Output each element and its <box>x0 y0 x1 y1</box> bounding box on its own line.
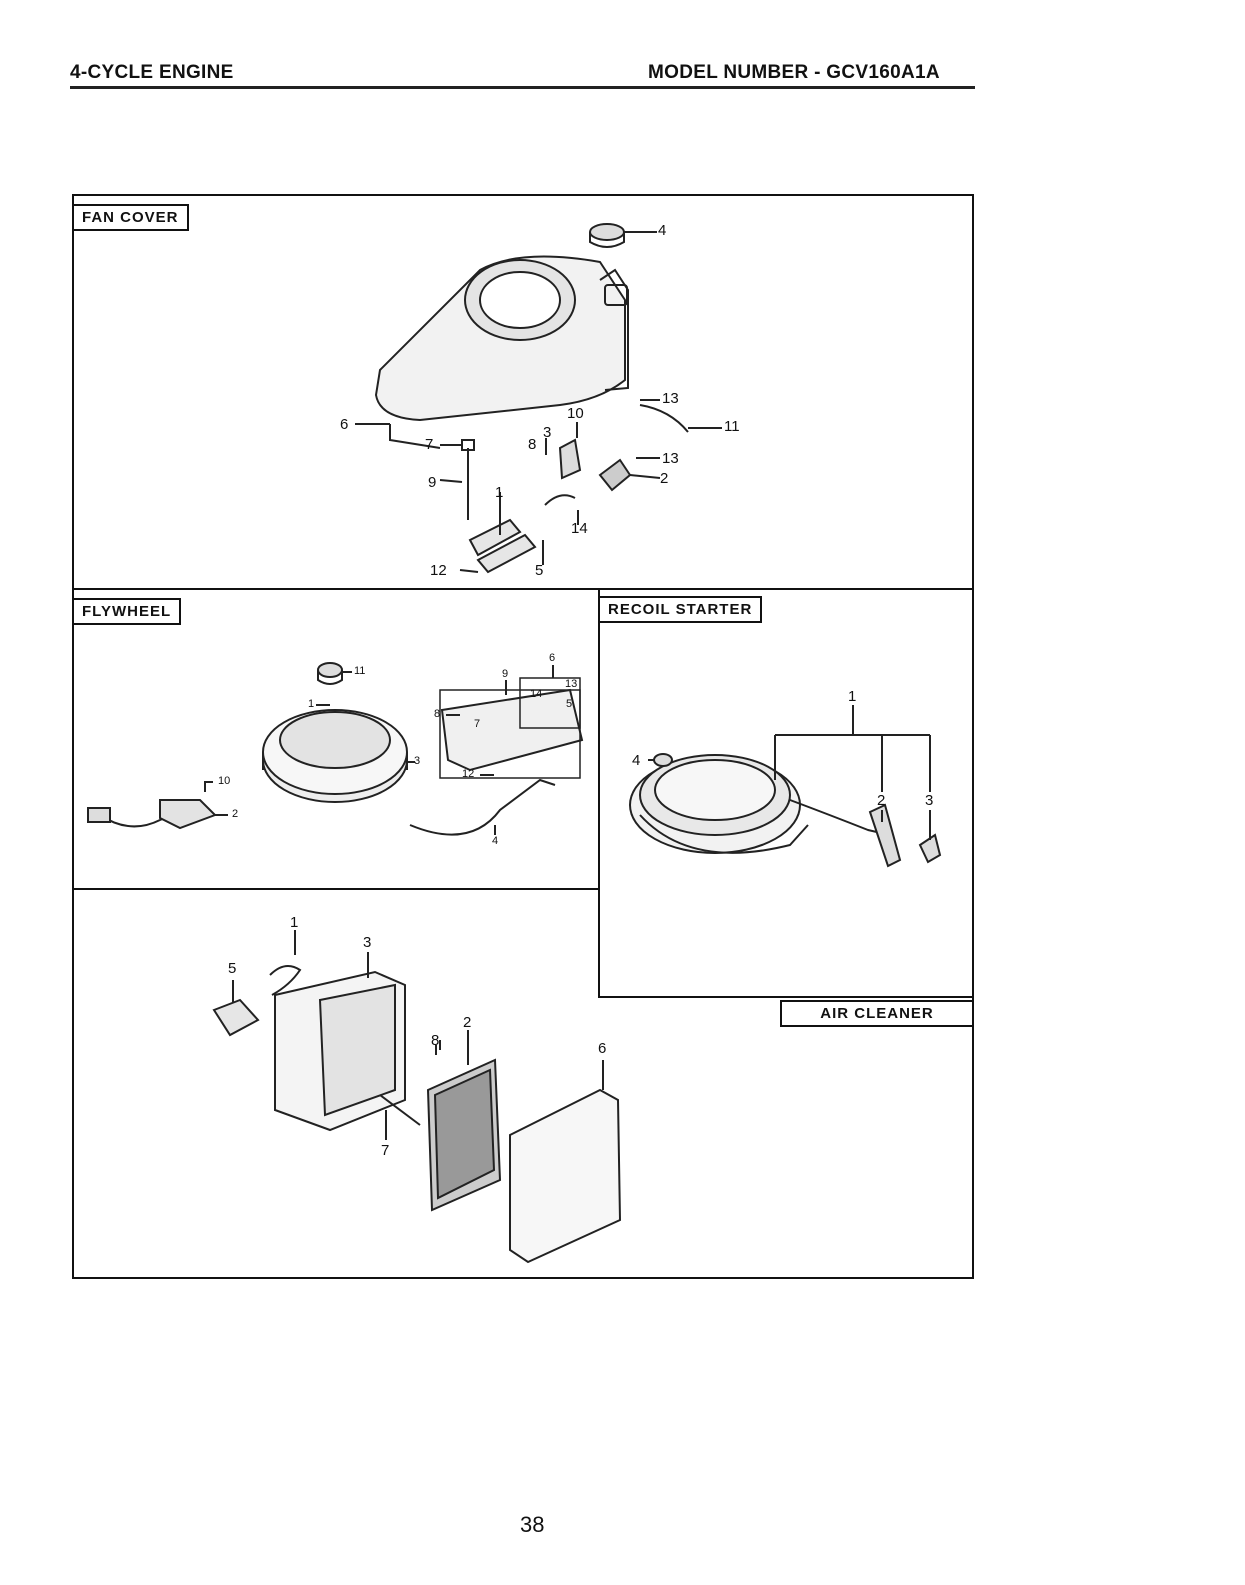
fan-cover-callout-14: 14 <box>571 520 588 537</box>
air-cleaner-illustration <box>214 966 620 1262</box>
fan-cover-callout-11: 11 <box>724 418 740 435</box>
recoil-callout-2: 2 <box>877 792 885 809</box>
recoil-starter-illustration <box>630 754 940 866</box>
fan-cover-callout-5: 5 <box>535 562 543 579</box>
flywheel-callout-10: 10 <box>218 775 230 787</box>
fan-cover-callout-13b: 13 <box>662 450 679 467</box>
fan-cover-callout-3: 3 <box>543 424 551 441</box>
fan-cover-callout-13a: 13 <box>662 390 679 407</box>
recoil-callout-3: 3 <box>925 792 933 809</box>
air-cleaner-callout-2: 2 <box>463 1014 471 1031</box>
flywheel-callout-2: 2 <box>232 808 238 820</box>
fan-cover-callout-1: 1 <box>495 484 503 501</box>
flywheel-callout-6: 6 <box>549 652 555 664</box>
flywheel-callout-3: 3 <box>414 755 420 767</box>
flywheel-callout-11: 11 <box>354 665 365 677</box>
air-cleaner-callout-1: 1 <box>290 914 298 931</box>
air-cleaner-callout-6: 6 <box>598 1040 606 1057</box>
flywheel-callout-1: 1 <box>308 698 314 710</box>
flywheel-callout-9: 9 <box>502 668 508 680</box>
fan-cover-callout-9: 9 <box>428 474 436 491</box>
fan-cover-callout-4: 4 <box>658 222 666 239</box>
fan-cover-callout-6: 6 <box>340 416 348 433</box>
flywheel-callout-12: 12 <box>462 768 474 780</box>
fan-cover-callout-10: 10 <box>567 405 584 422</box>
fan-cover-callout-12: 12 <box>430 562 447 579</box>
flywheel-illustration <box>88 663 582 835</box>
page-number: 38 <box>520 1512 544 1538</box>
fan-cover-callout-8: 8 <box>528 436 536 453</box>
recoil-callout-4: 4 <box>632 752 640 769</box>
recoil-callout-1: 1 <box>848 688 856 705</box>
flywheel-callout-5: 5 <box>566 698 572 710</box>
flywheel-callout-7: 7 <box>474 718 480 730</box>
flywheel-callout-13: 13 <box>565 678 577 690</box>
air-cleaner-callout-3: 3 <box>363 934 371 951</box>
fan-cover-callout-7: 7 <box>425 436 433 453</box>
air-cleaner-callout-5: 5 <box>228 960 236 977</box>
air-cleaner-callout-7: 7 <box>381 1142 389 1159</box>
flywheel-callout-8: 8 <box>434 708 440 720</box>
fan-cover-callout-2: 2 <box>660 470 668 487</box>
flywheel-callout-14: 14 <box>530 688 542 700</box>
flywheel-callout-4: 4 <box>492 835 498 847</box>
air-cleaner-callout-8: 8 <box>431 1032 439 1049</box>
fan-cover-illustration <box>355 224 688 572</box>
